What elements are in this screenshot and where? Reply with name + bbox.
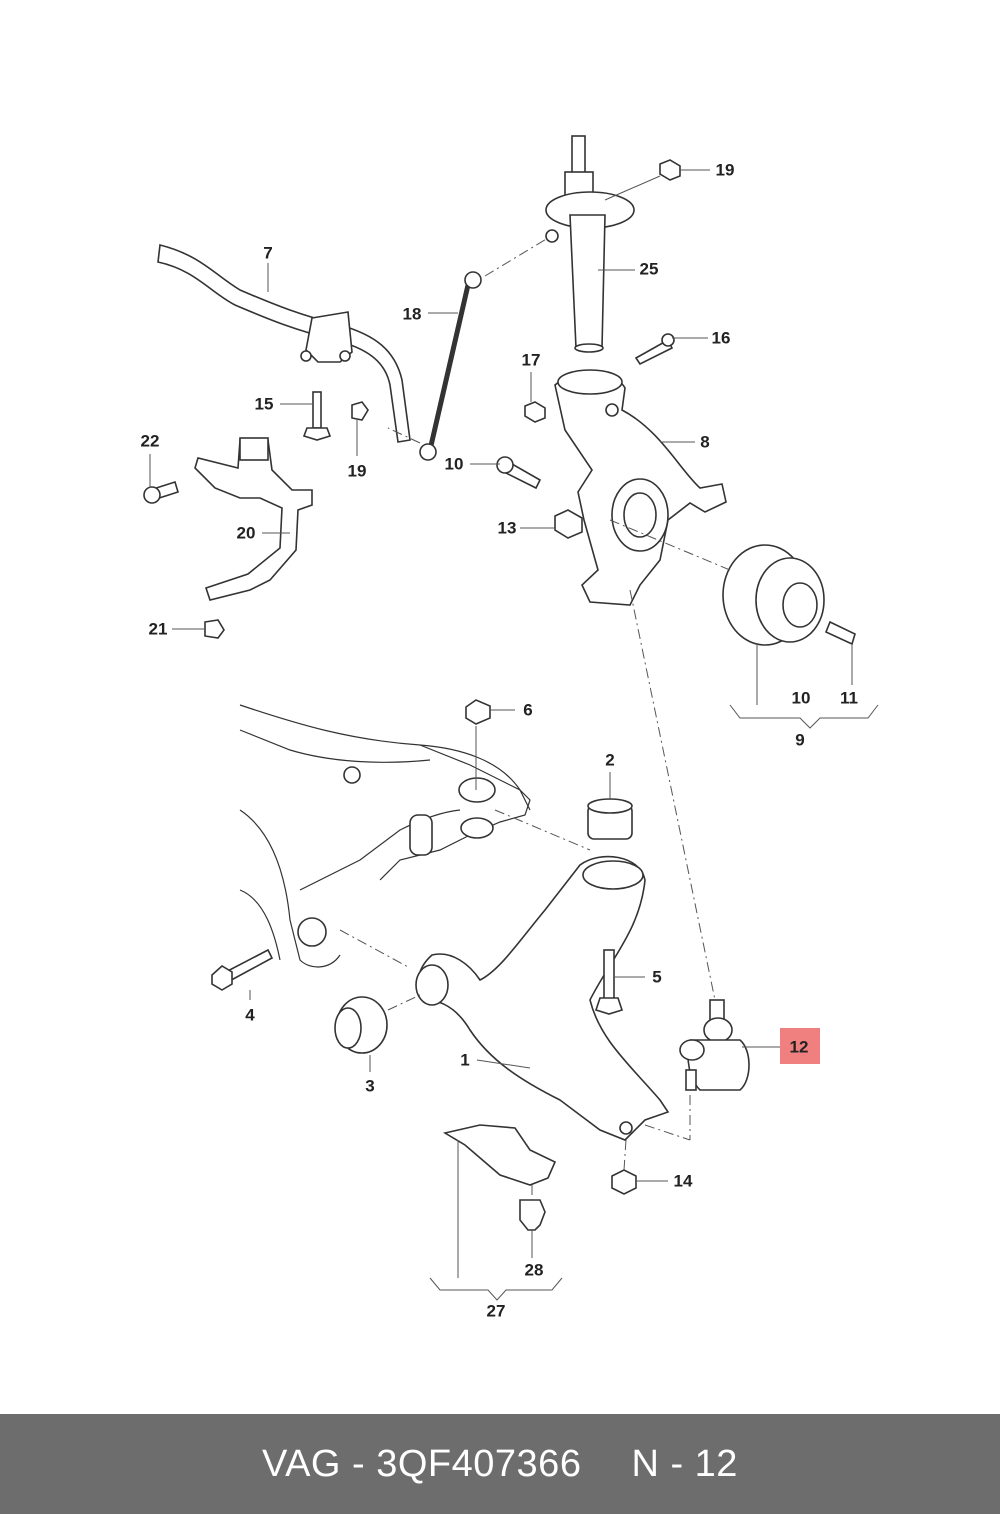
callout-7: 7 xyxy=(263,244,272,263)
wheel-hub xyxy=(609,519,856,646)
callout-12: 12 xyxy=(790,1038,809,1057)
callout-18: 18 xyxy=(403,305,422,324)
callout-labels: 19 7 25 18 16 17 15 8 22 19 10 13 20 21 … xyxy=(141,161,858,1321)
strut xyxy=(545,135,635,353)
coupling-rod xyxy=(387,237,549,461)
highlight-box xyxy=(780,1028,820,1064)
cover-plate xyxy=(442,1124,557,1250)
part-number: VAG - 3QF407366 xyxy=(262,1442,582,1485)
callout-27: 27 xyxy=(487,1302,506,1321)
nut-14 xyxy=(611,1169,637,1195)
callout-20: 20 xyxy=(237,524,256,543)
callout-10b: 10 xyxy=(792,689,811,708)
wheel-bearing-housing xyxy=(554,369,727,606)
subframe xyxy=(239,704,591,969)
subframe-bolts xyxy=(211,699,624,1015)
callout-28: 28 xyxy=(525,1261,544,1280)
bushings xyxy=(334,798,633,1054)
exploded-parts-diagram: 19 7 25 18 16 17 15 8 22 19 10 13 20 21 … xyxy=(141,135,879,1321)
callout-3: 3 xyxy=(365,1077,374,1096)
callout-15: 15 xyxy=(255,395,274,414)
stabilizer-bar xyxy=(157,244,411,443)
callout-17: 17 xyxy=(522,351,541,370)
leader-lines xyxy=(149,169,853,1278)
callout-14: 14 xyxy=(674,1172,693,1191)
callout-9: 9 xyxy=(795,731,804,750)
callout-25: 25 xyxy=(640,260,659,279)
callout-10a: 10 xyxy=(445,455,464,474)
fasteners xyxy=(143,159,681,639)
callout-19a: 19 xyxy=(716,161,735,180)
brace-27 xyxy=(429,1277,563,1301)
track-control-arm xyxy=(415,855,670,1141)
footer-bar: VAG - 3QF407366 N - 12 xyxy=(0,1414,1000,1514)
callout-5: 5 xyxy=(652,968,661,987)
callout-2: 2 xyxy=(605,751,614,770)
level-sensor xyxy=(194,437,313,601)
diagram-position: N - 12 xyxy=(631,1442,738,1485)
brace-9 xyxy=(729,704,879,729)
callout-16: 16 xyxy=(712,329,731,348)
callout-11: 11 xyxy=(840,689,858,708)
callout-8: 8 xyxy=(700,433,709,452)
callout-6: 6 xyxy=(523,701,532,720)
callout-4: 4 xyxy=(245,1006,255,1025)
callout-13: 13 xyxy=(498,519,517,538)
ball-joint xyxy=(629,589,750,1141)
callout-19b: 19 xyxy=(348,462,367,481)
callout-21: 21 xyxy=(149,620,168,639)
callout-22: 22 xyxy=(141,432,160,451)
callout-1: 1 xyxy=(460,1051,469,1070)
